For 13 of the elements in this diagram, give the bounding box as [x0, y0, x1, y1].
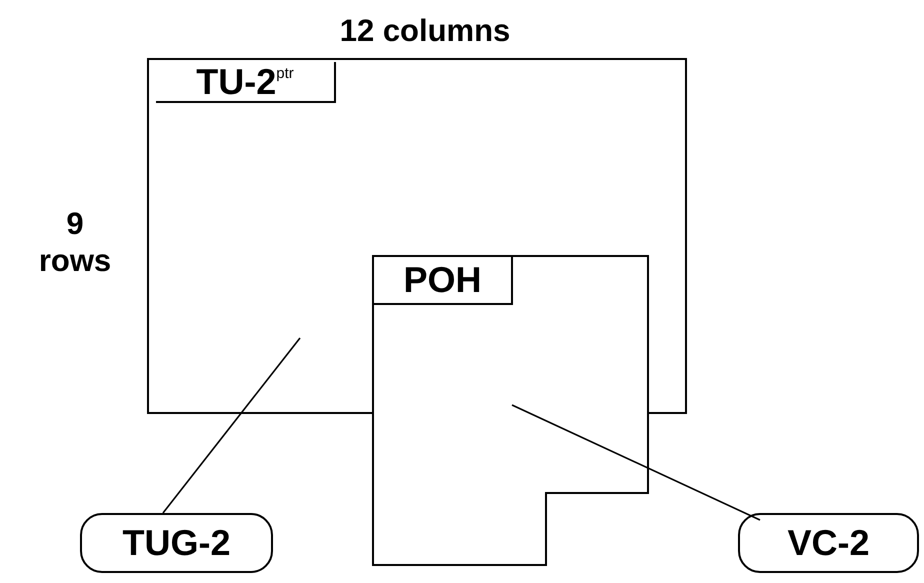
- leader-line: [512, 404, 760, 521]
- part-label: TU-2$^{ptr}$: [196, 64, 294, 100]
- overhead-region: [372, 255, 649, 566]
- callout-label: VC-2: [787, 525, 870, 561]
- label-tag: [156, 62, 336, 103]
- callout-box: [738, 513, 919, 573]
- callout-label: TUG-2: [122, 525, 230, 561]
- part-label: POH: [403, 262, 482, 298]
- label-tag: [374, 257, 513, 305]
- callout-box: [80, 513, 273, 573]
- column-count-label: 12 columns: [338, 12, 512, 50]
- row-count-label: 9 rows: [38, 205, 112, 280]
- leader-line: [162, 338, 301, 514]
